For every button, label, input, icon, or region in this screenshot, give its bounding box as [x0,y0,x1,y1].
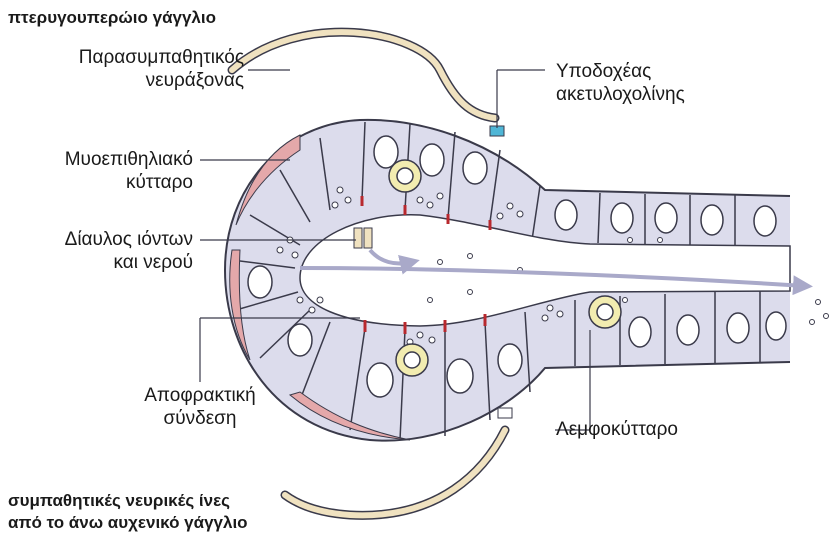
sympathetic-terminal [498,408,512,418]
label-ion-water-channel: Δίαυλος ιόντων και νερού [65,228,193,274]
label-myoepithelial-cell: Μυοεπιθηλιακό κύτταρο [65,148,193,194]
label-acetylcholine-receptor: Υποδοχέας ακετυλοχολίνης [556,60,685,106]
label-tight-junction: Αποφρακτική σύνδεση [130,384,270,430]
label-parasympathetic-axon: Παρασυμπαθητικός νευράξονας [79,46,244,92]
label-sympathetic-fibers: συμπαθητικές νευρικές ίνες από το άνω αυ… [8,490,248,534]
label-pterygopalatine-ganglion: πτερυγουπερώιο γάγγλιο [8,6,216,29]
label-lymphocyte: Λεμφοκύτταρο [556,418,678,441]
